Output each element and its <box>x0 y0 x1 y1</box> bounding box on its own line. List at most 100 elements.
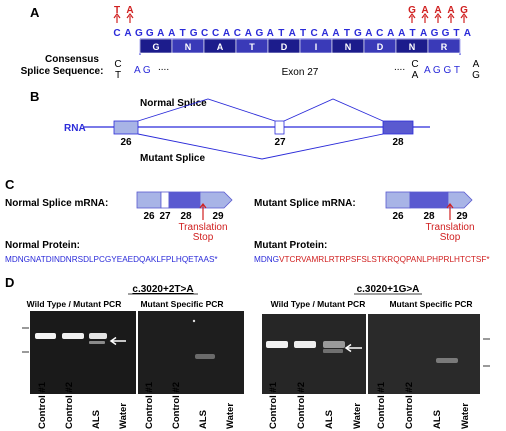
normal-translation-label: Translation <box>178 222 227 233</box>
normal-protein-seq: MDNGNATDINDNRSDLPCGYEAEDQAKLFPLHQETAAS* <box>5 255 218 264</box>
lane-label-0-1: Control #2 <box>64 382 75 429</box>
lane-label-1-3: Water <box>225 403 236 429</box>
cons-right-top: C <box>411 59 418 70</box>
wt-label-left: Wild Type / Mutant PCR <box>27 299 122 309</box>
mutant-stop-label: Stop <box>440 232 461 243</box>
base-20: A <box>332 28 339 39</box>
base-0: C <box>113 28 120 39</box>
lane-label-0-3: Water <box>118 403 129 429</box>
base-16: A <box>289 28 296 39</box>
lane-label-0-2: ALS <box>91 410 102 429</box>
cons-end-top: A <box>473 59 480 70</box>
exon-26-box <box>113 120 139 135</box>
aa-label-5: I <box>315 42 318 52</box>
cons-dots-left: .... <box>158 62 169 73</box>
gel-title-right: c.3020+1G>A <box>357 284 420 295</box>
normal-exon-26: 26 <box>143 211 155 222</box>
exon-28-label: 28 <box>392 137 404 148</box>
base-24: C <box>376 28 383 39</box>
normal-protein-label: Normal Protein: <box>5 240 80 251</box>
exon-28-box <box>382 120 414 135</box>
normal-exon-29: 29 <box>212 211 224 222</box>
mut-right-2: A <box>421 5 428 16</box>
gel-right-arrow <box>344 343 362 353</box>
mutant-protein-seq: MDNGVTCRVAMRLRTRPSFSLSTKRQQPANLPHPRLHTCT… <box>254 255 490 264</box>
mut-right-3: A <box>434 5 441 16</box>
mutant-splice-label: Mutant Splice <box>140 153 205 164</box>
aa-label-3: T <box>249 42 255 52</box>
panel-label-b: B <box>30 89 39 104</box>
consensus-label-2: Splice Sequence: <box>21 66 104 77</box>
normal-mrna-label: Normal Splice mRNA: <box>5 198 108 209</box>
rna-label: RNA <box>64 123 86 134</box>
consensus-label-1: Consensus <box>45 54 99 65</box>
normal-exon-27: 27 <box>159 211 171 222</box>
mutation-left: T A <box>113 5 134 23</box>
lane-label-3-0: Control #1 <box>376 381 387 429</box>
base-11: C <box>234 28 241 39</box>
aa-label-4: D <box>281 42 288 52</box>
gel-left-arrow <box>109 336 126 346</box>
base-1: A <box>124 28 131 39</box>
mut-right-1: G <box>408 5 416 16</box>
ms-label-left: Mutant Specific PCR <box>140 299 223 309</box>
mutant-exon-26: 26 <box>392 211 404 222</box>
gel-right-ms <box>368 314 480 394</box>
base-4: A <box>157 28 164 39</box>
base-10: A <box>223 28 230 39</box>
lane-label-3-2: ALS <box>432 410 443 429</box>
cons-dots-right: .... <box>394 62 405 73</box>
aa-label-8: N <box>409 42 416 52</box>
base-32: A <box>464 28 471 39</box>
base-14: A <box>267 28 274 39</box>
gel-right-wt <box>262 314 366 394</box>
mutation-right: G A A A G <box>408 5 468 23</box>
exon-27-label-b: 27 <box>274 137 286 148</box>
normal-stop-label: Stop <box>193 232 214 243</box>
base-31: T <box>453 28 459 39</box>
cons-left-top: C <box>114 59 121 70</box>
lane-label-3-3: Water <box>460 403 471 429</box>
aa-label-2: A <box>217 42 224 52</box>
cons-ag: A G <box>134 65 151 76</box>
panel-label-c: C <box>5 177 15 192</box>
mutant-exon-29: 29 <box>456 211 468 222</box>
base-17: T <box>300 28 306 39</box>
normal-mrna <box>136 191 233 209</box>
rna-diagram <box>84 98 430 160</box>
base-28: A <box>420 28 427 39</box>
lane-label-2-3: Water <box>352 403 363 429</box>
base-27: T <box>410 28 416 39</box>
lane-label-2-1: Control #2 <box>296 382 307 429</box>
mut-right-4: A <box>447 5 454 16</box>
base-5: A <box>168 28 175 39</box>
exon-27-box <box>274 120 285 135</box>
ms-label-right: Mutant Specific PCR <box>389 299 472 309</box>
gel-left-wt <box>30 311 136 394</box>
base-8: C <box>201 28 208 39</box>
mut-left-1: T <box>114 5 120 16</box>
mutant-protein-label: Mutant Protein: <box>254 240 327 251</box>
normal-splice-label: Normal Splice <box>140 98 207 109</box>
lane-label-1-1: Control #2 <box>171 382 182 429</box>
base-23: A <box>365 28 372 39</box>
lane-label-1-2: ALS <box>198 410 209 429</box>
base-13: G <box>256 28 264 39</box>
exon-26-label: 26 <box>120 137 132 148</box>
aa-label-1: N <box>185 42 192 52</box>
base-6: T <box>180 28 186 39</box>
aa-label-7: D <box>377 42 384 52</box>
mutant-mrna-label: Mutant Splice mRNA: <box>254 198 356 209</box>
wt-label-right: Wild Type / Mutant PCR <box>271 299 366 309</box>
base-19: A <box>321 28 328 39</box>
base-12: A <box>245 28 252 39</box>
base-3: G <box>146 28 154 39</box>
base-2: G <box>135 28 143 39</box>
mutant-exon-28: 28 <box>423 211 435 222</box>
mut-left-2: A <box>126 5 133 16</box>
aa-label-0: G <box>152 42 159 52</box>
cons-aggt: A G G T <box>424 65 460 76</box>
